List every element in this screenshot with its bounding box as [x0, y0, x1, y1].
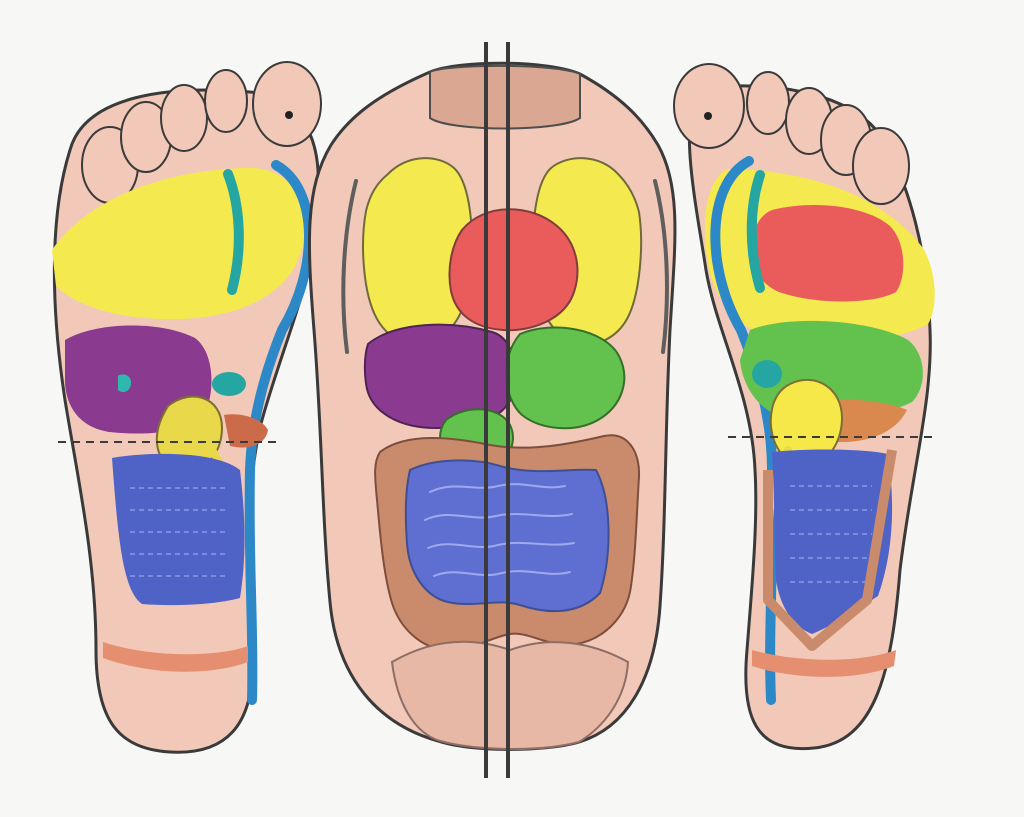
right-rib-line [653, 179, 669, 354]
right-intestine-area [772, 449, 893, 634]
intestine-detail [424, 483, 575, 577]
left-toe-4 [204, 69, 248, 133]
left-lung-area [52, 167, 306, 320]
right-toes [673, 63, 910, 205]
center-divider [484, 42, 510, 778]
left-toe-dot [285, 111, 293, 119]
stomach [505, 326, 626, 430]
right-toe-5 [852, 127, 910, 205]
neck [429, 64, 581, 130]
liver [363, 323, 516, 430]
right-spine-arc-inner [746, 170, 765, 293]
left-foot [52, 61, 322, 754]
right-toe-2 [746, 71, 790, 135]
left-liver-mark [118, 374, 132, 392]
left-rib-line [341, 179, 358, 354]
left-intestine-lines [130, 487, 228, 577]
left-gallbladder-area [212, 372, 246, 396]
right-intestine-lines [790, 485, 872, 583]
torso [307, 61, 677, 751]
right-toe-dot [704, 112, 712, 120]
left-spine-arc-inner [223, 169, 244, 295]
left-toe-3 [160, 84, 208, 152]
right-gallbladder-area [752, 360, 782, 388]
right-heart-area [751, 205, 904, 302]
right-colon-border [763, 449, 897, 651]
heart [448, 208, 579, 332]
right-heel-band [752, 650, 896, 677]
right-big-toe [673, 63, 745, 149]
left-orange-zone [224, 414, 268, 448]
left-heel-band [103, 642, 248, 672]
left-big-toe [252, 61, 322, 147]
right-foot [673, 63, 935, 751]
left-intestine-area [112, 453, 245, 606]
